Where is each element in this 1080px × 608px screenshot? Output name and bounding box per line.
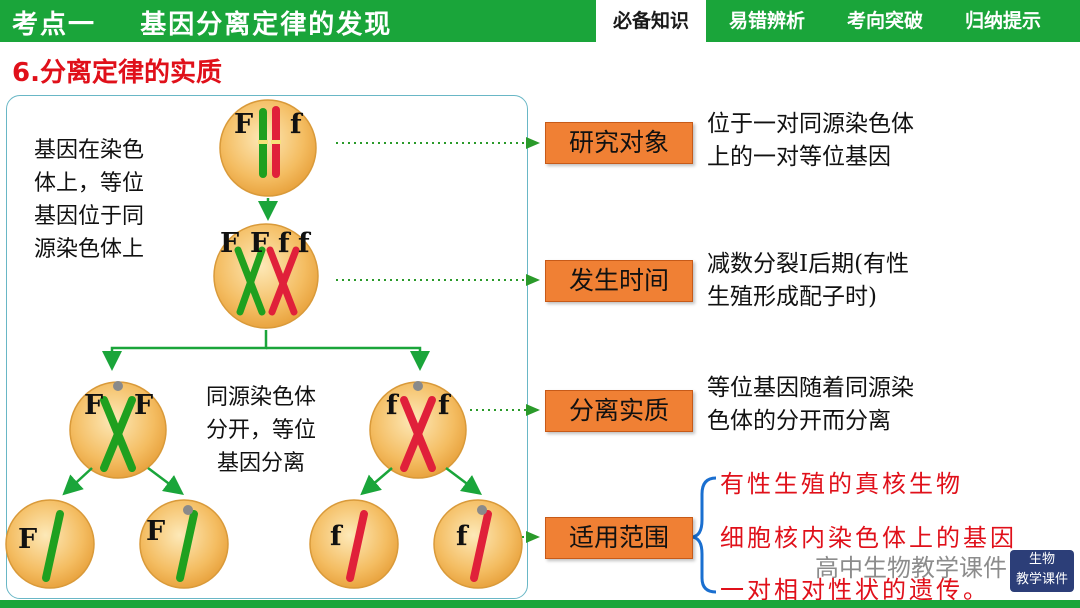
desc-line: 上的一对等位基因: [707, 144, 891, 170]
note-line: 同源染色体: [206, 385, 317, 410]
desc-line: 色体的分开而分离: [707, 408, 891, 434]
cell-secondary-f: [369, 381, 467, 479]
tab-error-analysis[interactable]: 易错辨析: [728, 10, 805, 32]
gamete-F-1: [5, 499, 95, 589]
gene-label: f: [278, 228, 292, 259]
note-line: 源染色体上: [34, 237, 145, 262]
desc-occurrence-time: 减数分裂Ⅰ后期(有性 生殖形成配子时): [707, 248, 909, 314]
tab-summary-tips[interactable]: 归纳提示: [964, 10, 1041, 32]
brace-icon: [691, 476, 717, 594]
logo-line: 教学课件: [1015, 572, 1068, 587]
note-line: 基因分离: [217, 451, 306, 476]
note-line: 基因位于同: [34, 204, 145, 229]
scope-line-3: 一对相对性状的遗传。: [720, 576, 990, 604]
gene-label: F: [134, 390, 153, 421]
label-research-object: 研究对象: [545, 122, 693, 164]
scope-line-1: 有性生殖的真核生物: [720, 470, 963, 498]
note-line: 基因在染色: [34, 138, 145, 163]
note-line: 体上，等位: [34, 171, 145, 196]
desc-line: 减数分裂Ⅰ后期(有性: [707, 251, 910, 277]
gene-label: f: [290, 109, 304, 140]
arrow-gamete: [62, 467, 93, 496]
footer-bar: [0, 600, 1080, 608]
desc-line: 生殖形成配子时): [707, 284, 877, 310]
label-separation-essence: 分离实质: [545, 390, 693, 432]
watermark-text: 高中生物教学课件: [815, 554, 1007, 582]
page-title: 考点一 基因分离定律的发现: [12, 10, 393, 40]
gamete-f-1: [309, 499, 399, 589]
gene-label: F: [146, 516, 165, 547]
gene-label: f: [330, 521, 344, 552]
gene-label: F: [220, 228, 239, 259]
gene-label: F: [84, 390, 103, 421]
note-genes-on-chromosomes: 基因在染色 体上，等位 基因位于同 源染色体上: [34, 134, 144, 266]
gene-label: f: [456, 521, 470, 552]
gamete-f-2: [433, 499, 523, 589]
label-scope: 适用范围: [545, 517, 693, 559]
note-homologs-separate: 同源染色体 分开，等位 基因分离: [206, 381, 316, 480]
gene-label: f: [298, 228, 312, 259]
arrow-gamete: [445, 467, 482, 495]
arrow-split-right: [266, 346, 430, 371]
desc-research-object: 位于一对同源染色体 上的一对等位基因: [707, 108, 914, 174]
desc-line: 位于一对同源染色体: [707, 111, 914, 137]
arrow-split-left: [102, 330, 268, 371]
gene-label: F: [18, 524, 37, 555]
scope-line-2: 细胞核内染色体上的基因: [720, 524, 1017, 552]
cell-replicated: [213, 223, 319, 329]
logo-line: 生物: [1028, 552, 1055, 567]
gene-label: f: [438, 390, 452, 421]
gamete-F-2: [139, 499, 229, 589]
desc-line: 等位基因随着同源染: [707, 375, 914, 401]
watermark-logo: 生物 教学课件: [1010, 550, 1074, 592]
cell-parent: [219, 99, 317, 197]
arrow-gamete: [360, 467, 393, 496]
arrow-gamete: [147, 467, 184, 495]
section-title: 6.分离定律的实质: [12, 58, 222, 88]
cell-secondary-F: [69, 381, 167, 479]
gene-label: F: [250, 228, 269, 259]
desc-separation-essence: 等位基因随着同源染 色体的分开而分离: [707, 372, 914, 438]
header-bar: 考点一 基因分离定律的发现: [0, 0, 1080, 42]
label-occurrence-time: 发生时间: [545, 260, 693, 302]
note-line: 分开，等位: [206, 418, 317, 443]
gene-label: f: [386, 390, 400, 421]
tab-required-knowledge[interactable]: 必备知识: [596, 0, 706, 42]
gene-label: F: [234, 109, 253, 140]
tab-exam-direction[interactable]: 考向突破: [846, 10, 923, 32]
